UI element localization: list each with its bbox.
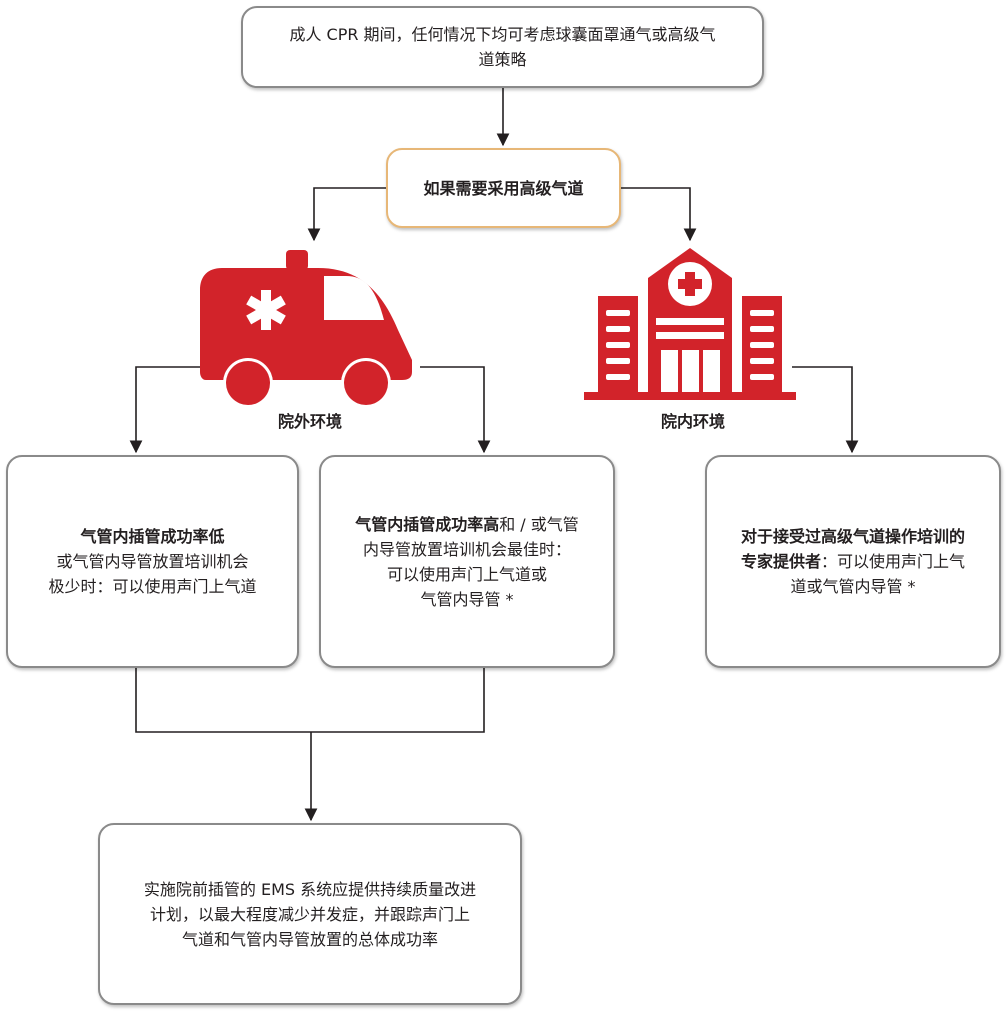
in-box-heading2: 专家提供者 bbox=[740, 552, 821, 571]
high-box-line4: 气管内导管 * bbox=[420, 589, 514, 609]
arrow-in-to-box bbox=[792, 366, 859, 454]
low-box-heading: 气管内插管成功率低 bbox=[80, 527, 225, 546]
top-box-line1: 成人 CPR 期间，任何情况下均可考虑球囊面罩通气或高级气 bbox=[289, 25, 716, 44]
in-box-line3: 道或气管内导管 * bbox=[790, 577, 916, 596]
in-box-line2-rest: ：可以使用声门上气 bbox=[821, 552, 966, 571]
advanced-airway-question-box: 如果需要采用高级气道 bbox=[386, 148, 621, 228]
top-box-line2: 道策略 bbox=[478, 50, 527, 69]
high-success-box: 气管内插管成功率高和 / 或气管 内导管放置培训机会最佳时： 可以使用声门上气道… bbox=[319, 455, 615, 668]
low-success-box: 气管内插管成功率低 或气管内导管放置培训机会 极少时：可以使用声门上气道 bbox=[6, 455, 299, 668]
high-box-heading: 气管内插管成功率高 bbox=[355, 514, 500, 534]
in-hospital-label: 院内环境 bbox=[660, 412, 725, 431]
high-box-line2: 内导管放置培训机会最佳时： bbox=[362, 539, 571, 559]
ambulance-icon bbox=[200, 250, 412, 408]
ems-box-line2: 计划，以最大程度减少并发症，并跟踪声门上 bbox=[149, 904, 470, 924]
ems-box-line3: 气道和气管内导管放置的总体成功率 bbox=[181, 929, 438, 949]
low-box-line2: 或气管内导管放置培训机会 bbox=[56, 552, 249, 571]
question-text: 如果需要采用高级气道 bbox=[423, 178, 584, 198]
expert-provider-box: 对于接受过高级气道操作培训的 专家提供者：可以使用声门上气 道或气管内导管 * bbox=[705, 455, 1001, 668]
arrow-out-to-high bbox=[420, 366, 491, 454]
hospital-icon bbox=[584, 248, 796, 400]
low-box-line3: 极少时：可以使用声门上气道 bbox=[48, 577, 257, 596]
connector-low-high-join bbox=[135, 668, 485, 733]
arrow-question-to-out bbox=[307, 187, 386, 242]
in-box-line2: 专家提供者：可以使用声门上气 bbox=[721, 549, 985, 574]
high-box-line1-rest: 和 / 或气管 bbox=[499, 514, 579, 534]
out-of-hospital-label: 院外环境 bbox=[277, 412, 342, 431]
arrow-out-to-low bbox=[129, 366, 200, 454]
ems-quality-box: 实施院前插管的 EMS 系统应提供持续质量改进 计划，以最大程度减少并发症，并跟… bbox=[98, 823, 522, 1005]
arrow-question-to-in bbox=[621, 187, 697, 242]
high-box-line1: 气管内插管成功率高和 / 或气管 bbox=[335, 512, 599, 537]
high-box-line3: 可以使用声门上气道或 bbox=[386, 564, 547, 584]
in-box-heading: 对于接受过高级气道操作培训的 bbox=[740, 527, 965, 546]
ems-box-line1: 实施院前插管的 EMS 系统应提供持续质量改进 bbox=[143, 879, 477, 899]
cpr-airway-strategy-box: 成人 CPR 期间，任何情况下均可考虑球囊面罩通气或高级气 道策略 bbox=[241, 6, 764, 88]
